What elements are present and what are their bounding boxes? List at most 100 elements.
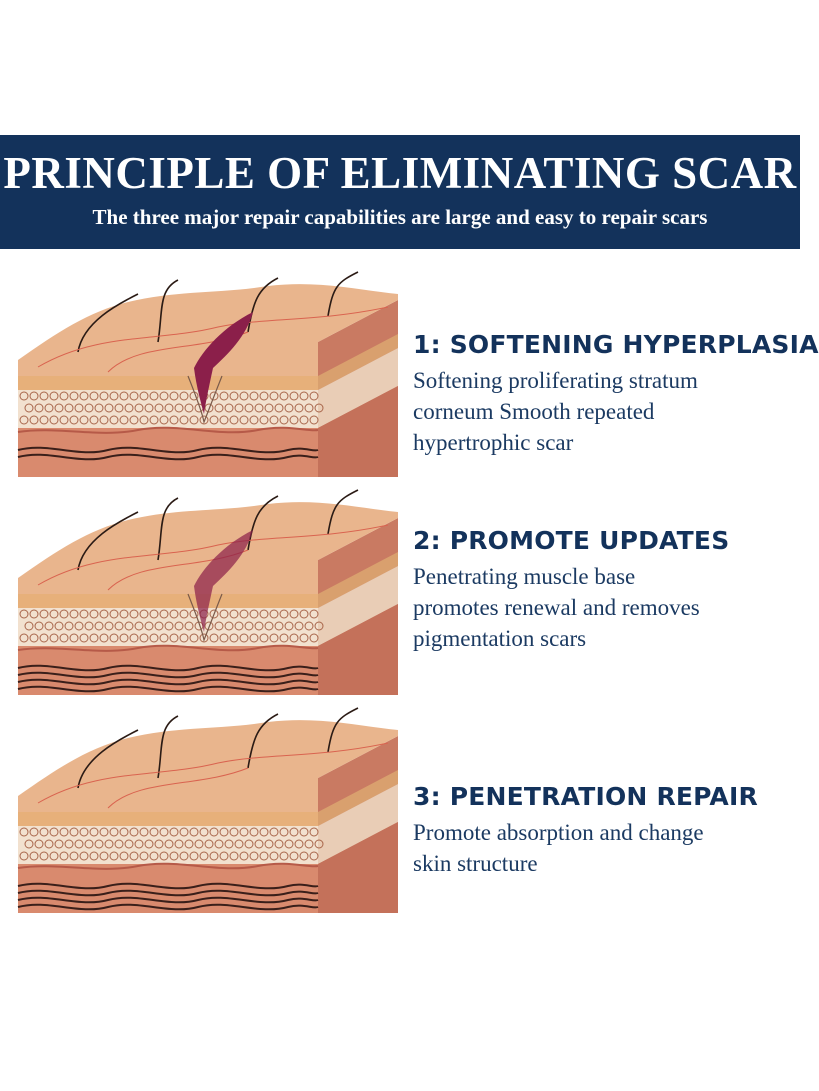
scar [194,530,253,632]
fat-cell [219,391,229,401]
collagen-fiber [17,889,319,897]
fat-cell [144,621,154,631]
fat-cell [249,851,259,861]
collagen-fiber [17,896,319,904]
fat-cell [109,851,119,861]
scar-root [187,375,223,425]
fat-cell [289,415,299,425]
fat-cell [34,403,44,413]
fat-cell [89,827,99,837]
fat-cell [79,391,89,401]
fat-cell [39,609,49,619]
fat-cell [169,391,179,401]
fat-cell [79,415,89,425]
fat-cell [29,633,39,643]
fat-cell [139,827,149,837]
fat-cell [239,827,249,837]
fat-cell [69,851,79,861]
fat-cell [119,827,129,837]
fat-cell-side [318,348,398,428]
skin-diagram-3 [17,707,398,913]
fat-cell [299,609,309,619]
fat-cell [269,851,279,861]
fat-cell [69,827,79,837]
page-title: PRINCIPLE OF ELIMINATING SCAR [3,148,797,198]
fat-cell [199,415,209,425]
fat-cell [79,827,89,837]
fat-cell [19,827,29,837]
fat-cell [309,827,319,837]
fat-cell [229,415,239,425]
fat-cell [234,839,244,849]
fat-cell [189,633,199,643]
fat-cell [59,609,69,619]
hair [247,713,279,769]
fat-cell [109,633,119,643]
step-3: 3: PENETRATION REPAIR Promote absorption… [0,707,800,913]
fat-cell [239,415,249,425]
step-2: 2: PROMOTE UPDATES Penetrating muscle ba… [0,489,800,695]
fat-cell [154,839,164,849]
fat-cell [54,403,64,413]
fat-cell [179,415,189,425]
fat-cell [159,391,169,401]
fat-cell [114,839,124,849]
fat-cell [129,827,139,837]
fat-cell [104,403,114,413]
hair [247,277,279,333]
fat-cell [234,403,244,413]
fat-cell [99,827,109,837]
fat-cell [179,633,189,643]
fat-cell [209,851,219,861]
fat-cell [44,403,54,413]
fat-cell [84,621,94,631]
fat-cell [39,415,49,425]
fat-cell [249,827,259,837]
fat-cell [219,633,229,643]
fat-cell [44,621,54,631]
fat-cell [64,621,74,631]
fat-cell [124,403,134,413]
hair [77,729,139,789]
fat-cell [169,415,179,425]
hair [77,293,139,353]
fat-cell [244,839,254,849]
fat-cell [34,839,44,849]
fat-cell [164,403,174,413]
fat-cell [109,391,119,401]
fat-cell [49,851,59,861]
fat-cell [129,391,139,401]
fat-cell [209,609,219,619]
hair [327,489,359,535]
fat-cell [139,391,149,401]
fat-cell [49,391,59,401]
fat-cell [299,391,309,401]
fat-cell [19,851,29,861]
fat-cell [44,839,54,849]
fat-cell [139,415,149,425]
epidermis-layer [18,594,318,608]
fat-cell [149,415,159,425]
fat-cell [284,839,294,849]
fat-cell [279,415,289,425]
fat-cell [289,609,299,619]
fat-cell [219,415,229,425]
fat-cell [144,839,154,849]
fat-cell [134,403,144,413]
fat-cell [184,839,194,849]
fat-cell [74,403,84,413]
fat-cell [144,403,154,413]
fat-cell [209,415,219,425]
fat-cell [94,839,104,849]
fat-cell [229,851,239,861]
collagen-fiber [17,903,319,911]
fat-cell [119,415,129,425]
fat-cell [49,415,59,425]
fat-cell [284,403,294,413]
fat-cell [259,609,269,619]
fat-cell [284,621,294,631]
fat-cell [294,839,304,849]
fat-cell [239,391,249,401]
fat-cell [129,633,139,643]
fat-cell [239,633,249,643]
